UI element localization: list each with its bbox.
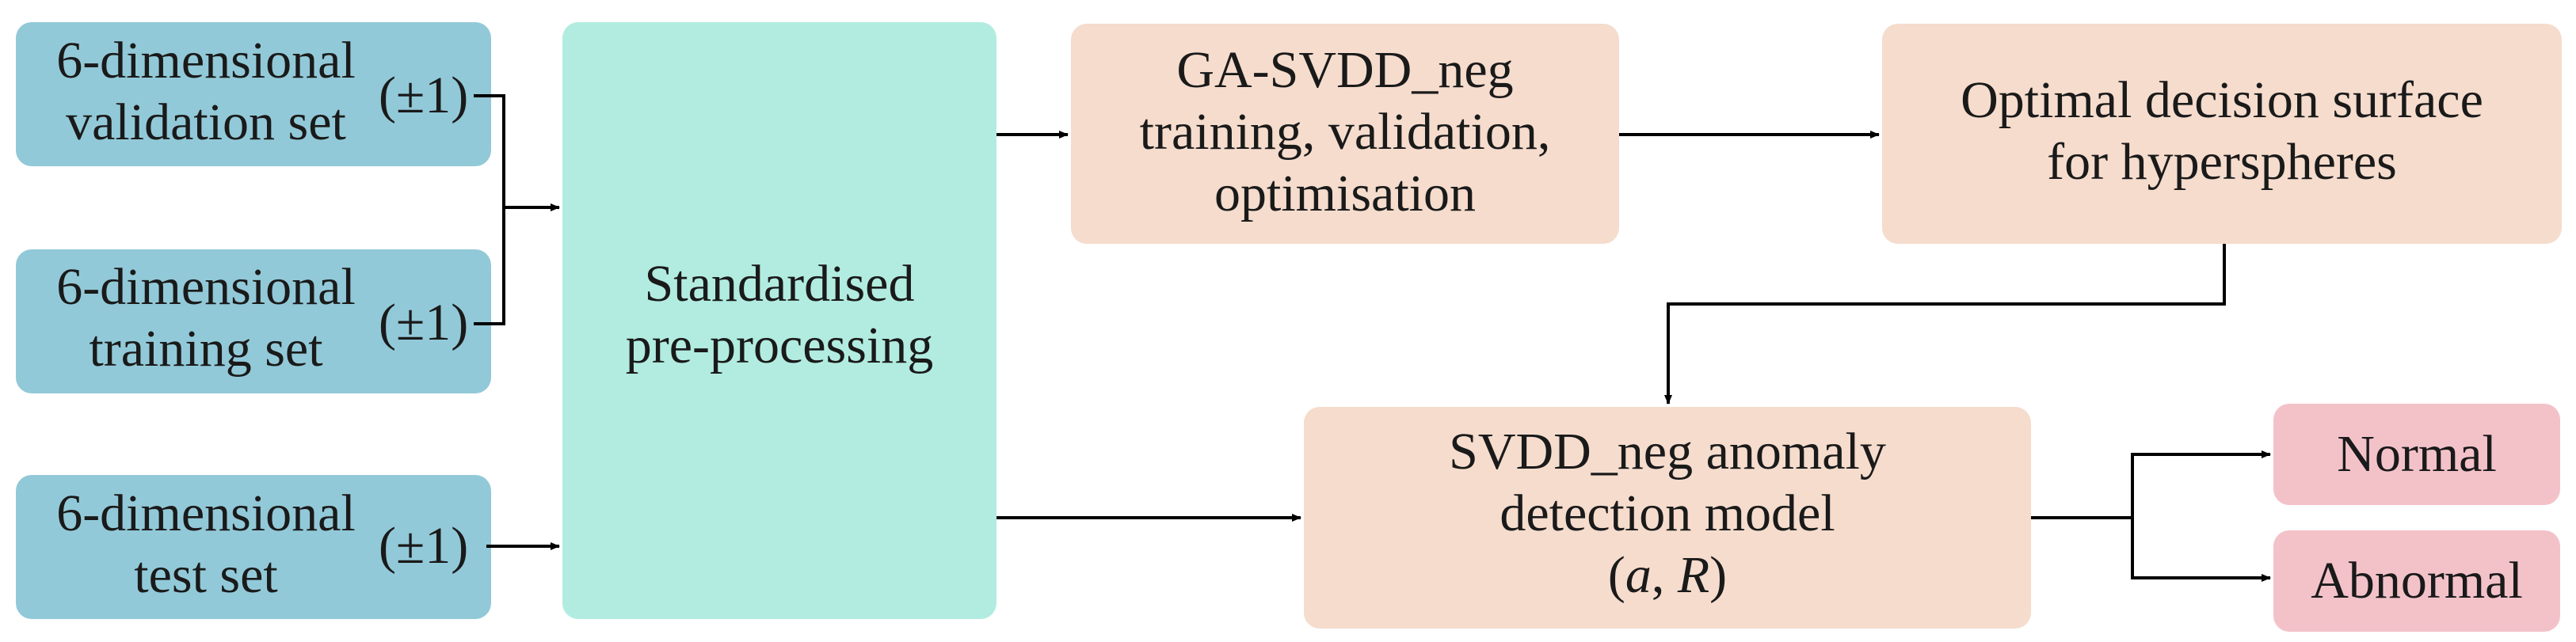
model-line1: SVDD_neg anomaly xyxy=(1449,423,1886,481)
preprocessing-label: Standardised pre-processing xyxy=(562,253,996,377)
training-set-box xyxy=(16,249,491,393)
surface-line2: for hyperspheres xyxy=(2047,133,2397,191)
training-connector xyxy=(474,207,505,325)
ga-svdd-box xyxy=(1071,24,1619,244)
validation-set-label: 6-dimensional validation set xyxy=(32,30,380,154)
param-sep: , xyxy=(1651,546,1678,604)
ga-line2: training, validation, xyxy=(1139,103,1551,161)
abnormal-label: Abnormal xyxy=(2311,552,2523,610)
normal-arrow xyxy=(2131,450,2271,518)
validation-connector xyxy=(474,94,505,207)
validation-line2: validation set xyxy=(66,93,346,151)
abnormal-box xyxy=(2273,530,2560,632)
preprocess-line2: pre-processing xyxy=(625,317,934,374)
test-line1: 6-dimensional xyxy=(56,484,356,542)
ga-svdd-label: GA-SVDD_neg training, validation, optimi… xyxy=(1071,40,1619,225)
normal-box xyxy=(2273,404,2560,505)
decision-surface-box xyxy=(1882,24,2562,244)
ga-line3: optimisation xyxy=(1214,165,1476,222)
model-line2: detection model xyxy=(1499,484,1835,542)
param-close: ) xyxy=(1709,546,1728,604)
validation-set-box xyxy=(16,22,491,166)
abnormal-arrow xyxy=(2131,518,2271,582)
test-set-box xyxy=(16,475,491,619)
param-open: ( xyxy=(1607,546,1625,604)
param-R: R xyxy=(1677,546,1710,604)
training-set-label: 6-dimensional training set xyxy=(32,256,380,380)
training-line2: training set xyxy=(89,320,323,378)
param-a: a xyxy=(1625,546,1652,604)
normal-label: Normal xyxy=(2337,425,2497,483)
ga-line1: GA-SVDD_neg xyxy=(1176,41,1514,99)
surface-line1: Optimal decision surface xyxy=(1961,71,2483,129)
decision-surface-label: Optimal decision surface for hypersphere… xyxy=(1882,70,2562,193)
training-line1: 6-dimensional xyxy=(56,258,356,316)
test-line2: test set xyxy=(134,546,278,604)
test-set-label: 6-dimensional test set xyxy=(32,483,380,606)
preprocessing-box xyxy=(562,22,996,619)
surface-to-model-arrow xyxy=(1664,244,2226,405)
anomaly-model-box xyxy=(1304,407,2031,629)
training-range: (±1) xyxy=(379,294,469,351)
preprocess-line1: Standardised xyxy=(644,255,915,313)
anomaly-model-label: SVDD_neg anomaly detection model (a, R) xyxy=(1304,421,2031,606)
validation-line1: 6-dimensional xyxy=(56,32,356,89)
validation-range: (±1) xyxy=(379,66,469,124)
test-range: (±1) xyxy=(379,517,469,575)
model-params: (a, R) xyxy=(1304,545,2031,606)
